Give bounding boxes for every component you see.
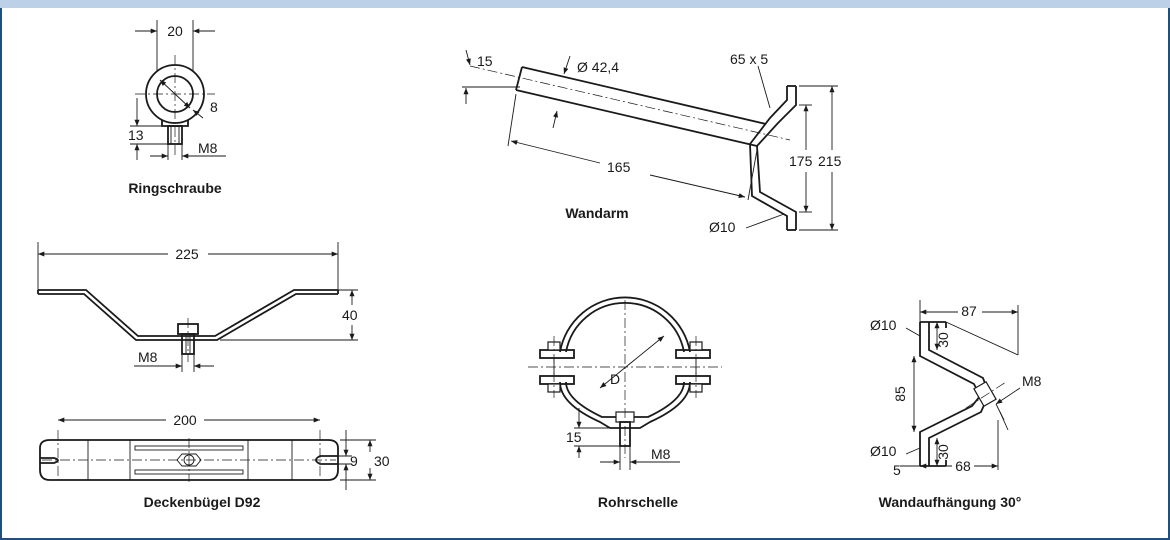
- ceiling-slot-label: 9: [350, 453, 358, 469]
- caption-deckenbuegel: Deckenbügel D92: [144, 494, 261, 510]
- clamp-height-label: 15: [566, 429, 582, 445]
- ceiling-width-label: 30: [374, 453, 390, 469]
- arm-outer-label: 215: [818, 153, 842, 169]
- hanger-bottom-width-label: 68: [955, 458, 971, 474]
- arm-length-label: 165: [607, 159, 631, 175]
- clamp-thread-label: M8: [651, 446, 671, 462]
- arm-diameter-label: Ø 42,4: [577, 59, 619, 75]
- ring-width-label: 20: [167, 23, 183, 39]
- caption-ringschraube: Ringschraube: [128, 180, 222, 196]
- ceiling-top-length-label: 225: [175, 246, 199, 262]
- deckenbuegel-side-drawing: [37, 242, 358, 372]
- rohrschelle-drawing: [528, 296, 722, 470]
- hanger-upper-label: 30: [935, 332, 951, 348]
- arm-angle-label: 15: [477, 53, 493, 69]
- arm-flat-label: 65 x 5: [730, 51, 768, 67]
- wandaufhaengung-drawing: [900, 300, 1021, 470]
- caption-wandaufhaengung: Wandaufhängung 30°: [879, 494, 1022, 510]
- hanger-height-label: 85: [892, 386, 908, 402]
- ring-ring-label: 8: [210, 99, 218, 115]
- hanger-offset-label: 5: [893, 462, 901, 478]
- ringschraube-drawing: [130, 20, 226, 160]
- ring-thread-label: M8: [198, 140, 218, 156]
- top-bar: [0, 0, 1170, 8]
- arm-inner-label: 175: [789, 153, 813, 169]
- caption-wandarm: Wandarm: [565, 205, 628, 221]
- ceiling-thread-label: M8: [138, 349, 158, 365]
- hanger-hole-bottom-label: Ø10: [870, 443, 897, 459]
- hanger-lower-label: 30: [935, 444, 951, 460]
- hanger-hole-top-label: Ø10: [870, 317, 897, 333]
- clamp-diameter-label: D: [610, 371, 620, 387]
- ring-height-label: 13: [128, 127, 144, 143]
- hanger-width-label: 87: [961, 303, 977, 319]
- ceiling-bottom-length-label: 200: [173, 412, 197, 428]
- caption-rohrschelle: Rohrschelle: [598, 494, 678, 510]
- deckenbuegel-plan-drawing: [39, 417, 376, 490]
- wandarm-drawing: [462, 49, 838, 231]
- hanger-thread-label: M8: [1022, 373, 1042, 389]
- arm-hole-label: Ø10: [709, 219, 736, 235]
- ceiling-height-label: 40: [342, 307, 358, 323]
